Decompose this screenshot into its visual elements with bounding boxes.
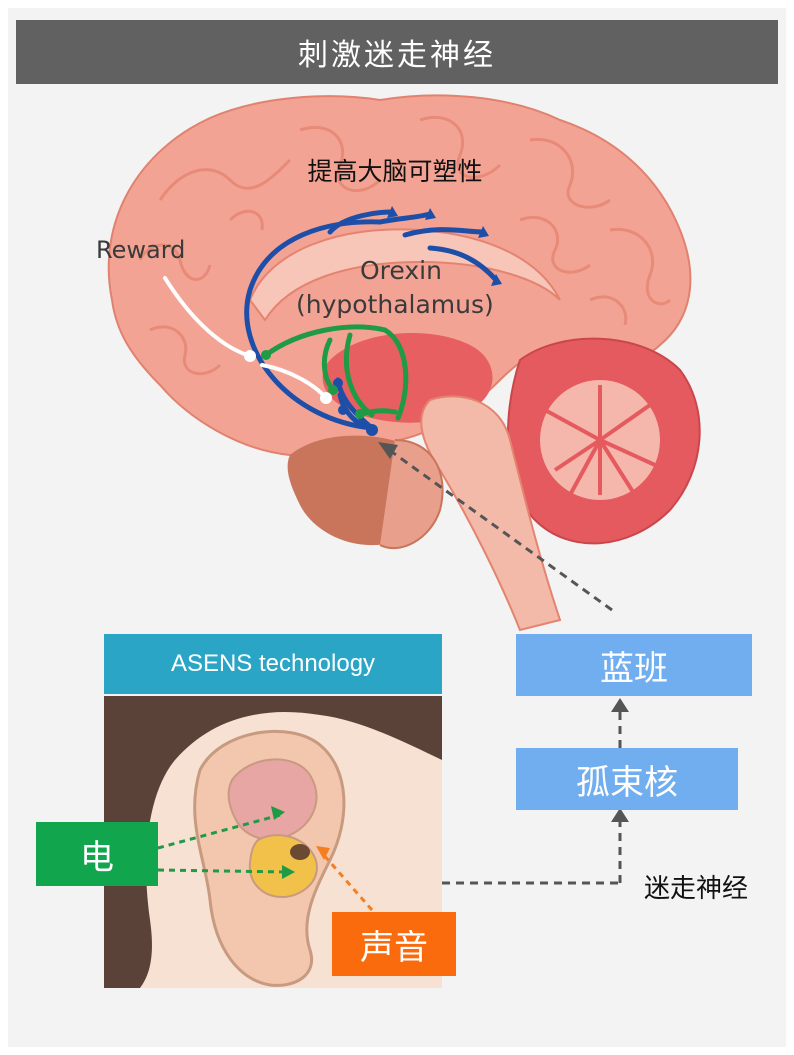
locus-coeruleus-box: 蓝班 [516,634,752,696]
asens-header-text: ASENS technology [171,650,375,678]
reward-label: Reward [96,236,185,264]
brain-plasticity-caption: 提高大脑可塑性 [270,150,520,190]
arrow-up-icon [611,698,629,712]
electric-stimulus-label: 电 [80,830,114,879]
asens-header: ASENS technology [104,634,442,694]
nucleus-tractus-label: 孤束核 [576,755,678,804]
sound-stimulus-label: 声音 [360,920,428,969]
nucleus-tractus-box: 孤束核 [516,748,738,810]
ear-canal-opening [290,844,310,860]
arrow-up-icon [611,808,629,822]
hypothalamus-label: (hypothalamus) [296,290,494,319]
electric-stimulus-box: 电 [36,822,158,886]
orexin-label: Orexin [360,256,442,285]
vagus-nerve-label: 迷走神经 [644,868,748,905]
cymba-conchae [229,759,317,839]
sound-stimulus-box: 声音 [332,912,456,976]
locus-coeruleus-label: 蓝班 [600,641,668,690]
cerebellum [508,339,700,544]
